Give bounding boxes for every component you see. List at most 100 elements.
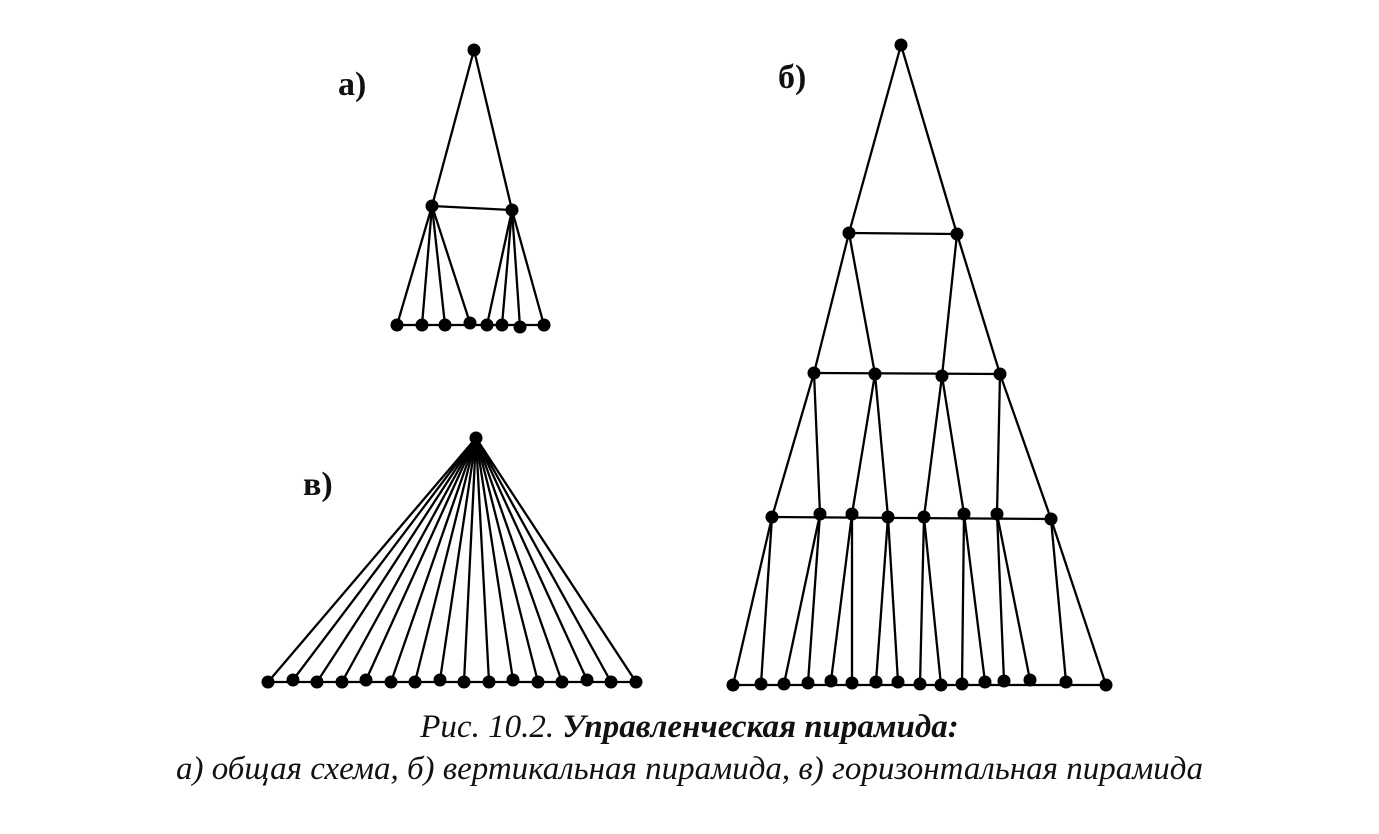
panel-b-hierarchy-link [829,512,854,683]
panel-b: б) [726,38,1113,692]
panel-b-hierarchy-link [759,515,774,686]
panel-b-node [978,675,992,689]
panel-b-hierarchy-link [886,515,900,684]
panel-b-node [777,677,791,691]
panel-a-hierarchy-link [430,204,472,325]
panel-b-hierarchy-link [874,515,890,684]
panel-b-hierarchy-link [955,232,1002,376]
panel-b-hierarchy-link [770,371,816,519]
panel-v-node [469,431,483,445]
panel-b-hierarchy-link [960,512,966,686]
panel-b-hierarchy-link [812,231,851,375]
panel-b-node [813,507,827,521]
panel-a-level-2-connector [430,204,514,212]
panel-a-hierarchy-link [472,48,514,212]
panel-b-node [869,675,883,689]
panel-b-hierarchy-link [995,372,1002,516]
panel-v-hierarchy-link [474,436,589,682]
panel-a-node [467,43,481,57]
panel-b-hierarchy-link [922,515,943,687]
panel-v-hierarchy-link [364,436,478,682]
panel-v-node [506,673,520,687]
panel-v-hierarchy-link [474,436,613,684]
panel-a-node [513,320,527,334]
panel-b-label: б) [778,59,806,96]
panel-b-node [955,677,969,691]
panel-b-hierarchy-link [850,372,877,516]
panel-b-node [894,38,908,52]
panel-b-node [990,507,1004,521]
panel-b-hierarchy-link [995,512,1032,682]
panel-b-nodes [726,38,1113,692]
panel-v-node [310,675,324,689]
panel-b-hierarchy-link [918,515,926,686]
panel-a-node [425,199,439,213]
panel-a-hierarchy-link [510,208,546,327]
panel-v-nodes [261,431,643,689]
panel-b-node [845,507,859,521]
panel-b-hierarchy-link [782,512,822,686]
panel-b-node [845,676,859,690]
panel-v-node [629,675,643,689]
management-pyramid-diagram: а) б) в) [261,38,1113,692]
panel-b-hierarchy-link [995,512,1006,683]
panel-b-hierarchy-link [731,515,774,687]
panel-v-node [482,675,496,689]
panel-a-hierarchy-link [510,208,522,329]
panel-v-hierarchy-link [474,436,564,684]
panel-b-hierarchy-link [922,374,944,519]
panel-v-node [457,675,471,689]
panel-b-hierarchy-link [1049,517,1068,684]
panel-b-node [1059,675,1073,689]
panel-v-node [335,675,349,689]
panel-b-hierarchy-link [899,43,959,236]
caption-title: Управленческая пирамида: [562,709,959,745]
panel-b-node [1044,512,1058,526]
panel-b-hierarchy-link [998,372,1053,521]
panel-a-node [537,318,551,332]
panel-v-node [580,673,594,687]
panel-b-node [891,675,905,689]
panel-v-edges [266,436,638,684]
panel-v-node [555,675,569,689]
panel-a-node [463,316,477,330]
panel-b-hierarchy-link [847,231,877,376]
panel-b-hierarchy-link [806,512,822,685]
panel-b-node [726,678,740,692]
panel-v-hierarchy-link [266,436,478,684]
panel-b-level-3-connector [812,371,1002,376]
panel-b-node [935,369,949,383]
panel-b-node [824,674,838,688]
panel-b-node [934,678,948,692]
panel-v-hierarchy-link [474,436,491,684]
caption-legend: а) общая схема, б) вертикальная пирамида… [175,751,1203,787]
panel-b-hierarchy-link [847,43,903,235]
panel-a-label: а) [338,66,366,103]
panel-a-node [415,318,429,332]
caption-line-1: Рис. 10.2. Управленческая пирамида: [0,706,1379,748]
panel-b-node [913,677,927,691]
panel-b-node [754,677,768,691]
panel-v-label: в) [303,466,333,503]
panel-b-edges [731,43,1108,687]
panel-v-hierarchy-link [389,436,478,684]
panel-b-node [950,227,964,241]
panel-a-edges [395,48,546,329]
panel-a-hierarchy-link [420,204,434,327]
caption-figure-number: Рис. 10.2. [420,709,555,745]
panel-b-hierarchy-link [940,232,959,378]
panel-v-node [433,673,447,687]
panel-v: в) [261,431,643,689]
panel-a-node [505,203,519,217]
panel-v-node [408,675,422,689]
panel-b-node [997,674,1011,688]
panel-v-node [384,675,398,689]
panel-b-node [842,226,856,240]
panel-a-nodes [390,43,551,334]
panel-v-hierarchy-link [413,436,478,684]
panel-b-node [807,366,821,380]
panel-b-node [993,367,1007,381]
panel-v-hierarchy-link [474,436,515,682]
panel-b-level-2-connector [847,231,959,236]
panel-b-hierarchy-link [1049,517,1108,687]
